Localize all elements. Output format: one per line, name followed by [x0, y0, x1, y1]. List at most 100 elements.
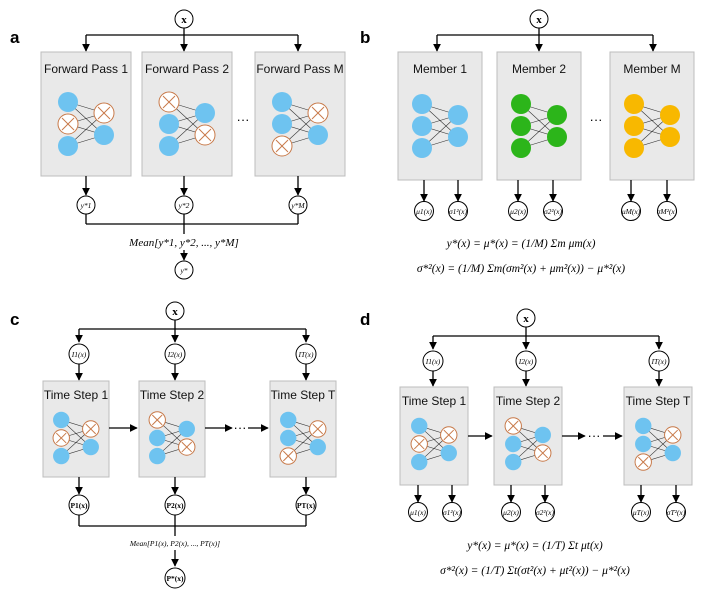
member-2-box — [496, 51, 582, 181]
final-node-c — [164, 567, 186, 589]
equation-b1: y*(x) = μ*(x) = (1/M) Σm μm(x) — [446, 238, 596, 250]
nn-d2 — [504, 417, 552, 471]
neuron-node — [94, 125, 114, 145]
forward-pass-1-title: Forward Pass 1 — [44, 62, 128, 76]
neuron-node — [159, 114, 179, 134]
time-step-dt-title: Time Step T — [626, 394, 691, 408]
neuron-node — [635, 435, 652, 453]
step-input-d2: I2(x) — [518, 357, 534, 366]
nn-dt — [634, 417, 682, 471]
step-input-dt: IT(x) — [651, 357, 667, 366]
neuron-node — [159, 136, 179, 156]
output-label-ct: PT(x) — [297, 501, 316, 510]
neuron-node — [280, 429, 297, 447]
time-step-ct-title: Time Step T — [271, 388, 336, 402]
ellipsis-c: ··· — [234, 420, 247, 435]
nn-b3 — [624, 94, 680, 158]
nn-a2 — [158, 91, 216, 156]
input-label-c: x — [172, 306, 178, 318]
neuron-node — [149, 429, 166, 447]
member-m-title: Member M — [623, 62, 680, 76]
neuron-node — [624, 94, 644, 114]
input-label-a: x — [181, 14, 187, 26]
output-label-bm-mu: μM(x) — [622, 207, 641, 216]
output-label-d2-mu: μ2(x) — [503, 508, 519, 517]
neuron-node — [195, 103, 215, 123]
panel-label-d: d — [360, 310, 370, 329]
output-label-c1: P1(x) — [70, 501, 88, 510]
neuron-node — [412, 138, 432, 158]
neuron-node — [280, 411, 297, 429]
ellipsis-b: ··· — [590, 112, 603, 127]
output-label-c2: P2(x) — [166, 501, 184, 510]
neuron-node — [178, 420, 195, 438]
output-label-b2-sigma: σ2²(x) — [544, 207, 563, 216]
step-input-d1: I1(x) — [425, 357, 441, 366]
neuron-node — [58, 92, 78, 112]
neuron-node — [664, 444, 681, 462]
nn-b2 — [511, 94, 567, 158]
neuron-node — [272, 114, 292, 134]
member-m-box — [609, 51, 695, 181]
neuron-node — [660, 127, 680, 147]
forward-pass-m-title: Forward Pass M — [256, 62, 343, 76]
panel-b: x Member 1 Member 2 Member M ··· μ1(x) — [397, 9, 695, 275]
final-node-a — [174, 260, 194, 280]
neuron-node — [82, 438, 99, 456]
nn-b1 — [412, 94, 468, 158]
final-label-a: y* — [179, 266, 187, 275]
input-label-b: x — [536, 14, 542, 26]
neuron-node — [53, 447, 70, 465]
final-label-c: P*(x) — [166, 574, 184, 583]
aggregate-a: Mean[y*1, y*2, ..., y*M] — [128, 237, 239, 249]
input-label-d: x — [523, 313, 529, 325]
ellipsis-d: ··· — [588, 428, 601, 443]
time-step-c2-title: Time Step 2 — [140, 388, 205, 402]
output-label-b1-sigma: σ1²(x) — [449, 207, 468, 216]
neuron-node — [440, 444, 457, 462]
equation-b2: σ*²(x) = (1/M) Σm(σm²(x) + μm²(x)) − μ*²… — [417, 263, 625, 275]
neuron-node — [511, 138, 531, 158]
equation-d2: σ*²(x) = (1/T) Σt(σt²(x) + μt²(x)) − μ*²… — [440, 565, 630, 577]
neuron-node — [448, 127, 468, 147]
panel-label-c: c — [10, 310, 19, 329]
neuron-node — [534, 426, 551, 444]
neuron-node — [511, 116, 531, 136]
aggregate-c: Mean[P1(x), P2(x), ..., PT(x)] — [129, 539, 220, 548]
output-label-b2-mu: μ2(x) — [510, 207, 526, 216]
member-2-title: Member 2 — [512, 62, 566, 76]
neuron-node — [272, 92, 292, 112]
step-input-ct: IT(x) — [298, 350, 314, 359]
neuron-node — [309, 438, 326, 456]
forward-pass-m-box — [254, 51, 346, 177]
output-label-d2-sigma: σ2²(x) — [536, 508, 555, 517]
neuron-node — [505, 435, 522, 453]
output-label-d1-sigma: σ1²(x) — [443, 508, 462, 517]
ellipsis-a: ··· — [237, 112, 250, 127]
nn-a3 — [271, 92, 329, 157]
forward-pass-2-title: Forward Pass 2 — [145, 62, 229, 76]
neuron-node — [505, 453, 522, 471]
neuron-node — [308, 125, 328, 145]
neuron-node — [624, 116, 644, 136]
nn-a1 — [57, 92, 115, 156]
output-label-a2: y*2 — [178, 201, 190, 210]
neuron-node — [511, 94, 531, 114]
neuron-node — [547, 127, 567, 147]
neuron-node — [660, 105, 680, 125]
neuron-node — [412, 116, 432, 136]
neuron-node — [547, 105, 567, 125]
panel-a: x Forward Pass 1 Forward Pass 2 Forward … — [40, 9, 346, 280]
nn-d1 — [410, 417, 458, 471]
outputs-b: μ1(x) σ1²(x) μ2(x) σ2²(x) μM(x) σM²(x) — [414, 201, 678, 221]
output-label-bm-sigma: σM²(x) — [657, 207, 678, 216]
time-step-d1-title: Time Step 1 — [402, 394, 467, 408]
neuron-node — [412, 94, 432, 114]
equation-d1: y*(x) = μ*(x) = (1/T) Σt μt(x) — [466, 540, 603, 552]
time-step-d2-title: Time Step 2 — [496, 394, 561, 408]
neuron-node — [149, 447, 166, 465]
member-1-title: Member 1 — [413, 62, 467, 76]
output-label-a1: y*1 — [80, 201, 92, 210]
outputs-d: μ1(x) σ1²(x) μ2(x) σ2²(x) μT(x) σT²(x) — [408, 502, 686, 522]
neuron-node — [448, 105, 468, 125]
